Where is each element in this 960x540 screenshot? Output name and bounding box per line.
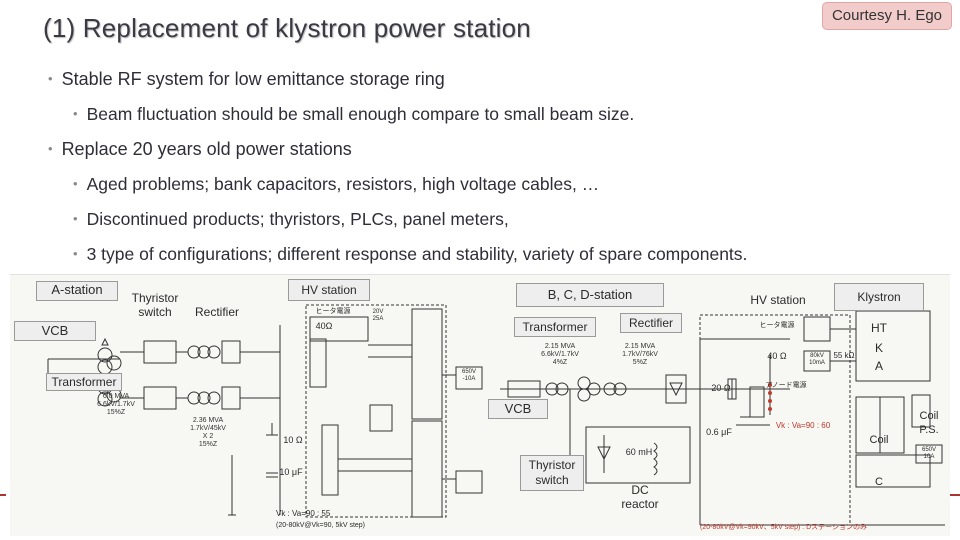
anode-ps: アノード電源 [765,382,807,389]
bcd-station-label: B, C, D-station [516,283,664,307]
spec-transformer-bcd2: 2.15 MVA 1.7kV/76kV 5%Z [622,343,658,366]
thyristor-switch-label: Thyristor switch [131,291,179,319]
vk-step-right: (20-80kV@Vk=90kV、5kV step) : Dステーションのみ [700,524,868,531]
bullet-item: •3 type of configurations; different res… [73,244,748,264]
box-20v-25a: 20V 25A [372,309,384,322]
cap-0-6uf: 0.6 μF [706,427,732,437]
res-10: 10 Ω [283,435,303,445]
rectifier-mid-label: Rectifier [620,313,682,333]
bullet-dot: • [48,141,53,156]
box-80kv-10ma: 80kV 10mA [809,353,825,366]
bullet-dot: • [73,176,78,191]
accent-line-left [0,494,6,496]
a-station-label: A-station [36,281,118,301]
ht-label: HT [871,321,887,335]
k-label: K [874,341,883,355]
bullet-dot: • [73,211,78,226]
bullet-dot: • [48,71,53,86]
c-label: C [875,476,883,488]
dc-reactor-label: DC reactor [621,483,659,511]
res-40-right: 40 Ω [767,351,787,361]
bullet-dot: • [73,246,78,261]
circuit-schematic [47,304,945,526]
box-650v-10a: 650V -10A [461,369,476,382]
heater-ps-right: ヒータ電源 [759,322,795,329]
hv-station-left-label: HV station [288,279,370,301]
spec-transformer-a2: 2.36 MVA 1.7kV/45kV X 2 15%Z [190,417,226,448]
res-40-left: 40Ω [315,321,333,331]
vk-ratio-right: Vk : Va=90 : 60 [775,421,831,430]
courtesy-badge: Courtesy H. Ego [822,2,952,30]
vcb-mid-label: VCB [488,399,548,419]
bullet-item: •Replace 20 years old power stations [48,139,352,159]
thyristor-switch-mid-label: Thyristor switch [520,455,584,491]
hv-station-right-label: HV station [750,293,806,307]
circuit-diagram: A-station Thyristor switch Rectifier HV … [10,274,950,536]
res-55k: 55 kΩ [833,351,855,360]
bullet-item: •Beam fluctuation should be small enough… [73,104,635,124]
bullet-item: •Aged problems; bank capacitors, resisto… [73,174,600,194]
heater-ps-left: ヒータ電源 [315,308,351,315]
bullet-item: •Stable RF system for low emittance stor… [48,69,445,89]
page-title: (1) Replacement of klystron power statio… [43,13,531,43]
vk-step-left: (20-80kV@Vk=90, 5kV step) [276,522,366,529]
cap-10uf: 10 μF [279,467,303,477]
transformer-left-label: Transformer [46,373,122,391]
vk-ratio-left: Vk : Va=90 : 55 [276,509,331,518]
ind-60mh: 60 mH [625,447,653,457]
bullet-item: •Discontinued products; thyristors, PLCs… [73,209,509,229]
spec-transformer-a: 6.0 MVA 6.6kV/1.7kV 15%Z [97,393,135,416]
bullet-dot: • [73,106,78,121]
res-20: 20 Ω [711,383,731,393]
box-650v-10a-coil: 650V 10A [921,447,936,460]
transformer-mid-label: Transformer [514,317,596,337]
rectifier-label-left: Rectifier [194,305,239,319]
a-label: A [874,359,883,373]
coil-label: Coil [869,434,889,446]
vcb-left-label: VCB [14,321,96,341]
klystron-label: Klystron [834,283,924,311]
accent-line-right [948,494,960,496]
coil-ps-label: Coil P.S. [919,410,939,436]
spec-transformer-bcd: 2.15 MVA 6.6kV/1.7kV 4%Z [541,343,579,366]
